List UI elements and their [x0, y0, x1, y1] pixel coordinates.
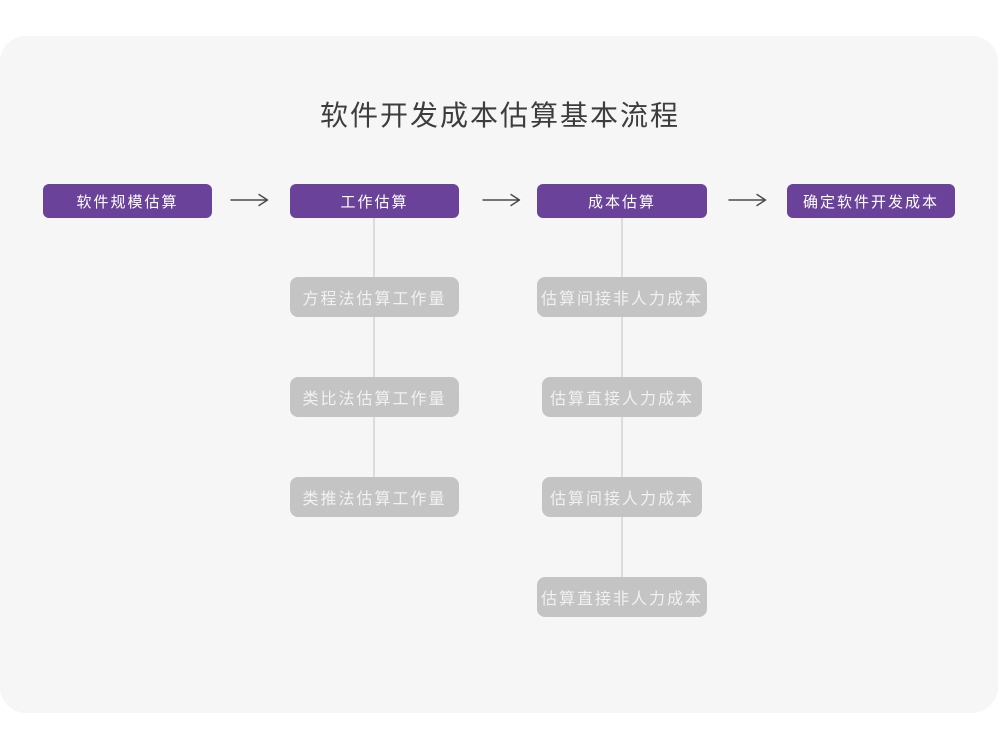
sub-step-direct-nonlabor-cost: 估算直接非人力成本	[537, 577, 707, 617]
arrow-right-icon	[482, 193, 521, 207]
arrow-right-icon	[230, 193, 269, 207]
sub-step-direct-labor-cost: 估算直接人力成本	[542, 377, 702, 417]
connector-line-work	[373, 218, 375, 498]
page-title: 软件开发成本估算基本流程	[319, 100, 680, 131]
sub-step-indirect-nonlabor-cost: 估算间接非人力成本	[537, 277, 707, 317]
diagram-card	[0, 36, 998, 713]
sub-step-equation-method: 方程法估算工作量	[290, 277, 459, 317]
step-work-estimation: 工作估算	[290, 184, 459, 218]
arrow-right-icon	[728, 193, 767, 207]
sub-step-extrapolation-method: 类推法估算工作量	[290, 477, 459, 517]
step-software-scale-estimation: 软件规模估算	[43, 184, 212, 218]
sub-step-indirect-labor-cost: 估算间接人力成本	[542, 477, 702, 517]
sub-step-analogy-method: 类比法估算工作量	[290, 377, 459, 417]
step-cost-estimation: 成本估算	[537, 184, 707, 218]
step-determine-development-cost: 确定软件开发成本	[787, 184, 955, 218]
